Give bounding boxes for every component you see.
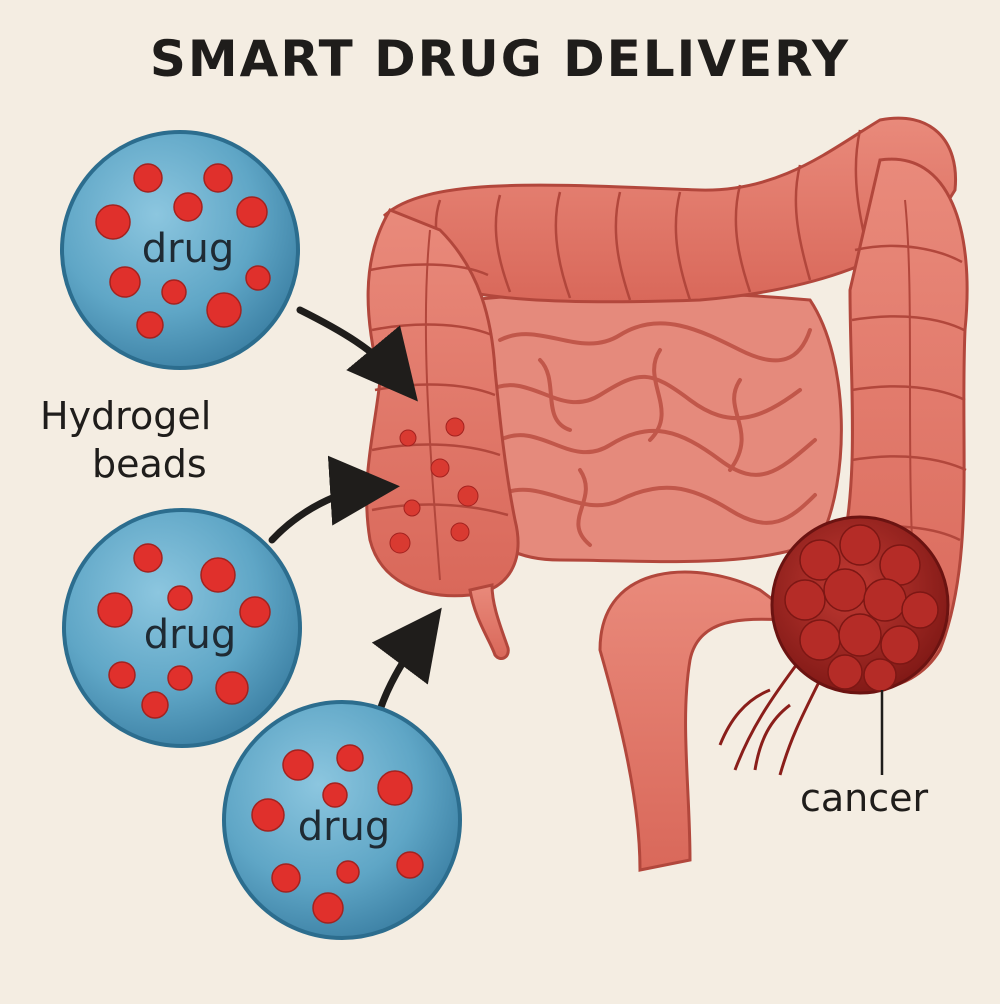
tumor-nodules (784, 524, 939, 692)
colon (365, 116, 969, 872)
arrow-1 (296, 306, 418, 402)
arrow-3 (371, 607, 442, 714)
bead-2-particles (97, 543, 271, 719)
tumor-vessels (718, 659, 822, 776)
hydrogel-label-line-1: Hydrogel (40, 394, 212, 438)
ascending-haustra (369, 229, 509, 581)
hydrogel-beads-label: Hydrogel beads (40, 392, 211, 488)
cancer-label: cancer (800, 776, 929, 820)
hydrogel-label-line-2: beads (92, 442, 207, 486)
hydrogel-bead-3: drug (222, 700, 462, 940)
appendix (468, 583, 510, 660)
bead-1-drug-label: drug (142, 226, 235, 272)
bead-2-drug-label: drug (144, 612, 237, 658)
rectum (598, 570, 805, 872)
delivery-arrows (268, 306, 442, 714)
hydrogel-bead-2: drug (62, 508, 302, 748)
released-drug-particles (389, 417, 479, 554)
arrow-2 (268, 455, 400, 544)
hydrogel-bead-1: drug (60, 130, 300, 370)
bead-3-particles (251, 744, 424, 924)
bead-3-drug-label: drug (298, 804, 391, 850)
page-title: SMART DRUG DELIVERY (149, 30, 851, 88)
transverse-colon (383, 116, 958, 304)
tumor (718, 515, 950, 776)
intestine-folds (488, 321, 817, 547)
bead-1-particles (95, 163, 271, 339)
